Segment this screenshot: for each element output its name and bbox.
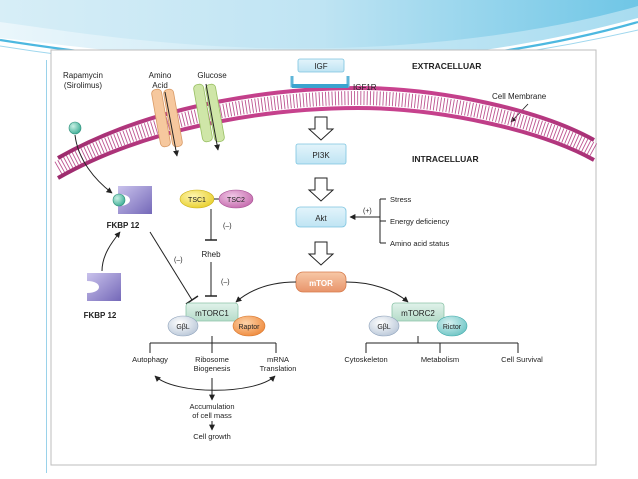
raptor-label: Raptor xyxy=(238,324,260,331)
rapamycin-label: Rapamycin xyxy=(63,71,103,80)
mtorc2-label: mTORC2 xyxy=(401,309,435,318)
rapamycin-molecule xyxy=(68,121,82,135)
fkbp12-inhibition-line xyxy=(149,231,193,301)
gbl-node-mtorc2 xyxy=(368,315,400,337)
amino-acid-label: Amino xyxy=(149,71,172,80)
amino-acid-label-line2: Acid xyxy=(152,81,168,90)
arrow-mtor-to-mtorc2 xyxy=(345,281,409,303)
cytoskeleton-label: Cytoskeleton xyxy=(344,355,387,364)
slide-left-rule xyxy=(46,60,47,473)
fkbp12-rapamycin-complex xyxy=(112,186,152,214)
autophagy-label: Autophagy xyxy=(132,355,168,364)
ribosome-biogenesis-label: Ribosome xyxy=(195,355,229,364)
mtorc2-output-tree xyxy=(365,336,519,353)
arrow-receptor-to-pi3k xyxy=(307,116,335,141)
gbl-node-mtorc1 xyxy=(167,315,199,337)
arrow-akt-to-mtor xyxy=(307,241,335,266)
mrna-translation-label: mRNA xyxy=(267,355,289,364)
stress-label: Stress xyxy=(390,195,412,204)
rapamycin-label-line2: (Sirolimus) xyxy=(64,81,103,90)
mtorc1-node xyxy=(185,302,239,322)
accumulation-label: Accumulation xyxy=(189,402,234,411)
gbl-label-mtorc1: GβL xyxy=(176,324,189,331)
amino-acid-status-label: Amino acid status xyxy=(390,239,449,248)
akt-plus-sign: (+) xyxy=(363,208,372,215)
arrow-pi3k-to-akt xyxy=(307,177,335,202)
mtor-label: mTOR xyxy=(309,279,333,288)
rapamycin-binding-arrow xyxy=(74,134,113,194)
tsc2-label: TSC2 xyxy=(227,197,245,204)
arrow-mtor-to-mtorc1 xyxy=(235,281,297,303)
rictor-node xyxy=(436,315,468,337)
igf1r-label: IGF1R xyxy=(353,83,377,92)
ribosome-biogenesis-label-line2: Biogenesis xyxy=(194,364,231,373)
rictor-label: Rictor xyxy=(443,324,462,331)
cell-survival-label: Cell Survival xyxy=(501,355,543,364)
stressor-bracket xyxy=(349,198,386,244)
fkbp12-bottom-label: FKBP 12 xyxy=(84,311,117,320)
cell-membrane-label: Cell Membrane xyxy=(492,92,547,101)
fkbp12-minus-sign: (–) xyxy=(174,257,183,264)
rheb-label: Rheb xyxy=(201,250,221,259)
glucose-label: Glucose xyxy=(197,71,227,80)
cell-membrane xyxy=(54,85,598,180)
igf-label: IGF xyxy=(314,62,327,71)
amino-acid-transporter xyxy=(151,88,183,157)
mtorc1-label: mTORC1 xyxy=(195,309,229,318)
raptor-node xyxy=(232,315,266,337)
rheb-minus-sign: (–) xyxy=(221,279,230,286)
mtorc1-output-tree xyxy=(149,336,277,353)
fkbp12-top-label: FKBP 12 xyxy=(107,221,140,230)
cell-mass-curve xyxy=(154,375,276,391)
fkbp12-free xyxy=(87,273,121,301)
accumulation-label-line2: of cell mass xyxy=(192,411,232,420)
fkbp12-inhibition-bar xyxy=(185,295,199,305)
igf-ligand xyxy=(297,58,345,73)
tsc-minus-sign: (–) xyxy=(223,223,232,230)
igf1r-base xyxy=(292,84,348,88)
mtorc2-node xyxy=(391,302,445,322)
tsc1-label: TSC1 xyxy=(188,197,206,204)
akt-label: Akt xyxy=(315,214,327,223)
gbl-label-mtorc2: GβL xyxy=(377,324,390,331)
glucose-transporter xyxy=(193,83,225,151)
intracellular-label: INTRACELLUAR xyxy=(412,154,479,164)
tsc2-node xyxy=(218,189,254,209)
header-swoosh xyxy=(0,0,638,71)
fkbp12-recycle-arrow xyxy=(101,231,121,272)
akt-node xyxy=(295,206,347,228)
mrna-translation-label-line2: Translation xyxy=(260,364,297,373)
pi3k-label: PI3K xyxy=(312,151,330,160)
metabolism-label: Metabolism xyxy=(421,355,459,364)
extracellular-label: EXTRACELLUAR xyxy=(412,61,481,71)
cell-growth-label: Cell growth xyxy=(193,432,231,441)
pi3k-node xyxy=(295,143,347,165)
energy-deficiency-label: Energy deficiency xyxy=(390,217,449,226)
